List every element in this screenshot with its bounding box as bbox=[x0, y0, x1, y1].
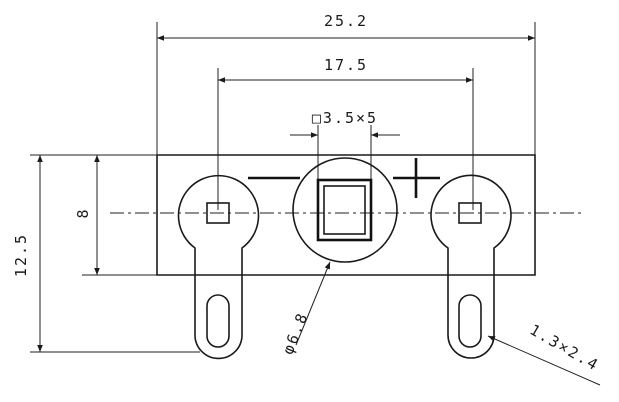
center-square-inner bbox=[323, 185, 366, 235]
dim-square-size-label: □3.5×5 bbox=[312, 109, 378, 127]
center-square-outer bbox=[316, 178, 373, 242]
dim-diameter-label: φ6.8 bbox=[279, 309, 312, 357]
dim-pin-spacing-label: 17.5 bbox=[324, 56, 368, 74]
leader-slot bbox=[487, 335, 601, 386]
terminal-lug-left bbox=[177, 174, 260, 360]
dim-height-body-label: 8 bbox=[74, 207, 92, 218]
pin-square-right bbox=[458, 202, 482, 224]
dim-overall-width-label: 25.2 bbox=[324, 12, 368, 30]
connector-body-outline bbox=[156, 154, 536, 276]
dim-height-overall-label: 12.5 bbox=[12, 233, 30, 277]
leader-diameter bbox=[295, 261, 331, 346]
pin-square-left bbox=[206, 202, 230, 224]
terminal-lug-right bbox=[430, 174, 512, 359]
dim-slot-size-label: 1.3×2.4 bbox=[527, 321, 603, 375]
center-boss-circle bbox=[292, 157, 398, 263]
lug-slot-right bbox=[458, 294, 482, 348]
lug-slot-left bbox=[206, 294, 230, 348]
